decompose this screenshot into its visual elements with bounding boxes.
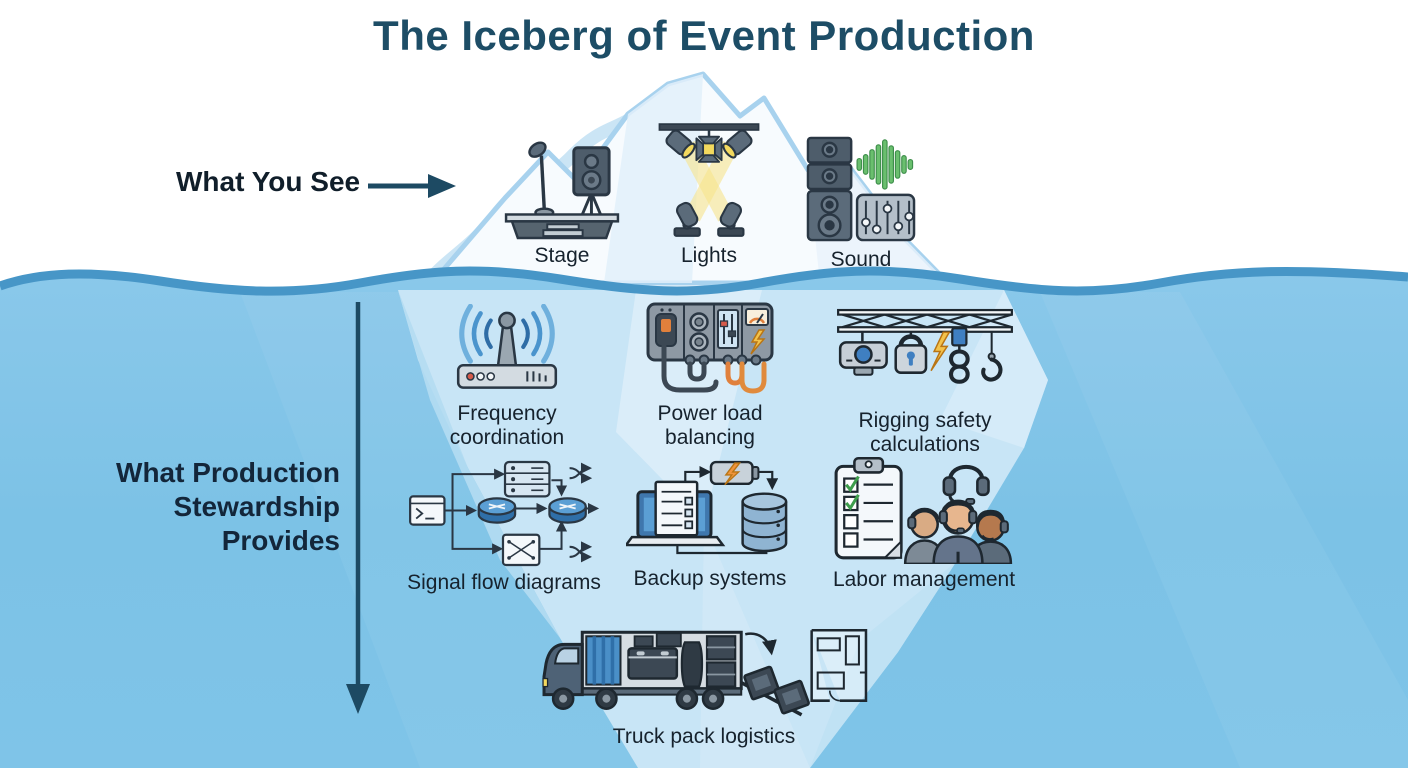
item-label: Sound	[830, 248, 892, 271]
router-icon	[477, 497, 517, 524]
crew-member	[932, 499, 984, 564]
item-truck-pack: Truck pack logistics	[538, 620, 870, 749]
item-labor-management: Labor management	[830, 450, 1018, 592]
power-distro-icon	[646, 302, 774, 394]
truck-pack-icon	[542, 629, 868, 717]
page-title: The Iceberg of Event Production	[373, 12, 1035, 59]
antenna-icon	[456, 304, 558, 389]
crew-clipboard-icon	[834, 456, 1013, 564]
item-label: Backup systems	[633, 567, 787, 590]
item-label: Rigging safety calculations	[858, 409, 992, 456]
lights-icon	[658, 123, 760, 237]
item-stage: Stage	[496, 134, 628, 268]
item-label: Signal flow diagrams	[407, 571, 601, 594]
item-label: Labor management	[832, 568, 1016, 591]
item-label: Stage	[534, 244, 590, 267]
down-arrow-icon	[346, 302, 370, 714]
iceberg-below-water	[398, 290, 1048, 768]
headset-icon	[942, 464, 990, 505]
what-you-see-label: What You See	[176, 166, 361, 197]
backup-systems-icon	[626, 460, 788, 555]
clipboard-icon	[834, 456, 903, 560]
shuffle-icon	[569, 462, 593, 563]
stewardship-label: What Production Stewardship Provides	[116, 457, 340, 557]
sound-icon	[806, 136, 916, 242]
item-backup-systems: Backup systems	[626, 456, 794, 591]
item-sound: Sound	[802, 134, 920, 272]
item-frequency-coordination: Frequency coordination	[446, 304, 568, 449]
signal-flow-icon	[409, 460, 600, 567]
item-power-load-balancing: Power load balancing	[644, 298, 776, 449]
item-lights: Lights	[646, 114, 772, 268]
item-label: Power load balancing	[657, 402, 763, 449]
stage-icon	[504, 141, 620, 240]
waterline	[0, 266, 1408, 296]
waveform-icon	[856, 139, 914, 190]
rigging-truss-icon	[837, 308, 1013, 384]
item-label: Frequency coordination	[449, 402, 565, 449]
router-icon	[548, 497, 587, 524]
database-icon	[741, 492, 788, 553]
item-label: Truck pack logistics	[612, 725, 796, 748]
item-label: Lights	[680, 244, 738, 267]
item-rigging-safety: Rigging safety calculations	[834, 304, 1016, 456]
floorplan-icon	[810, 629, 868, 702]
item-signal-flow: Signal flow diagrams	[407, 458, 601, 595]
right-arrow-icon	[368, 174, 456, 198]
